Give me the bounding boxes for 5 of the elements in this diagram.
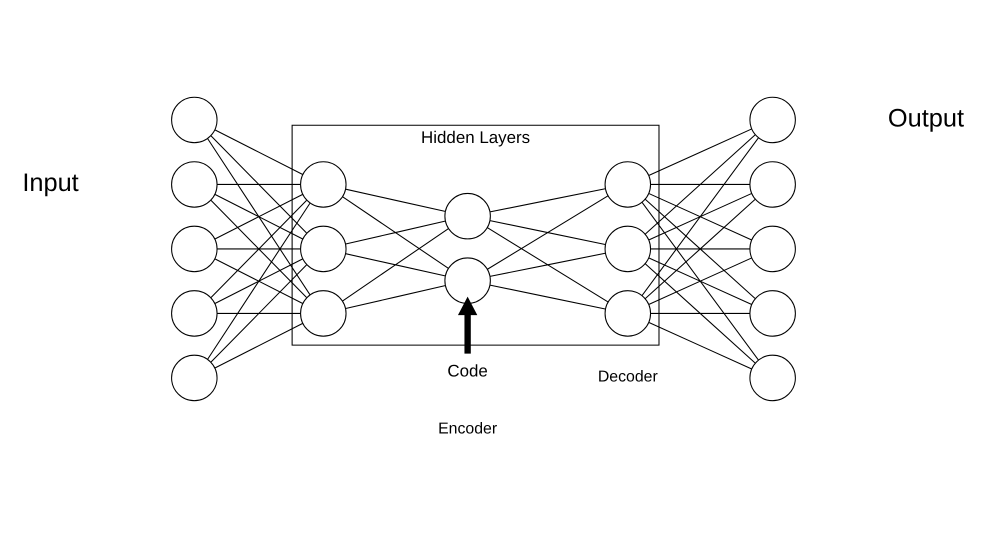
label: Decoder	[598, 368, 658, 386]
label: Input	[22, 169, 79, 198]
node-text: Code	[447, 362, 488, 381]
label: Encoder	[438, 420, 498, 438]
label: Output	[888, 104, 964, 133]
